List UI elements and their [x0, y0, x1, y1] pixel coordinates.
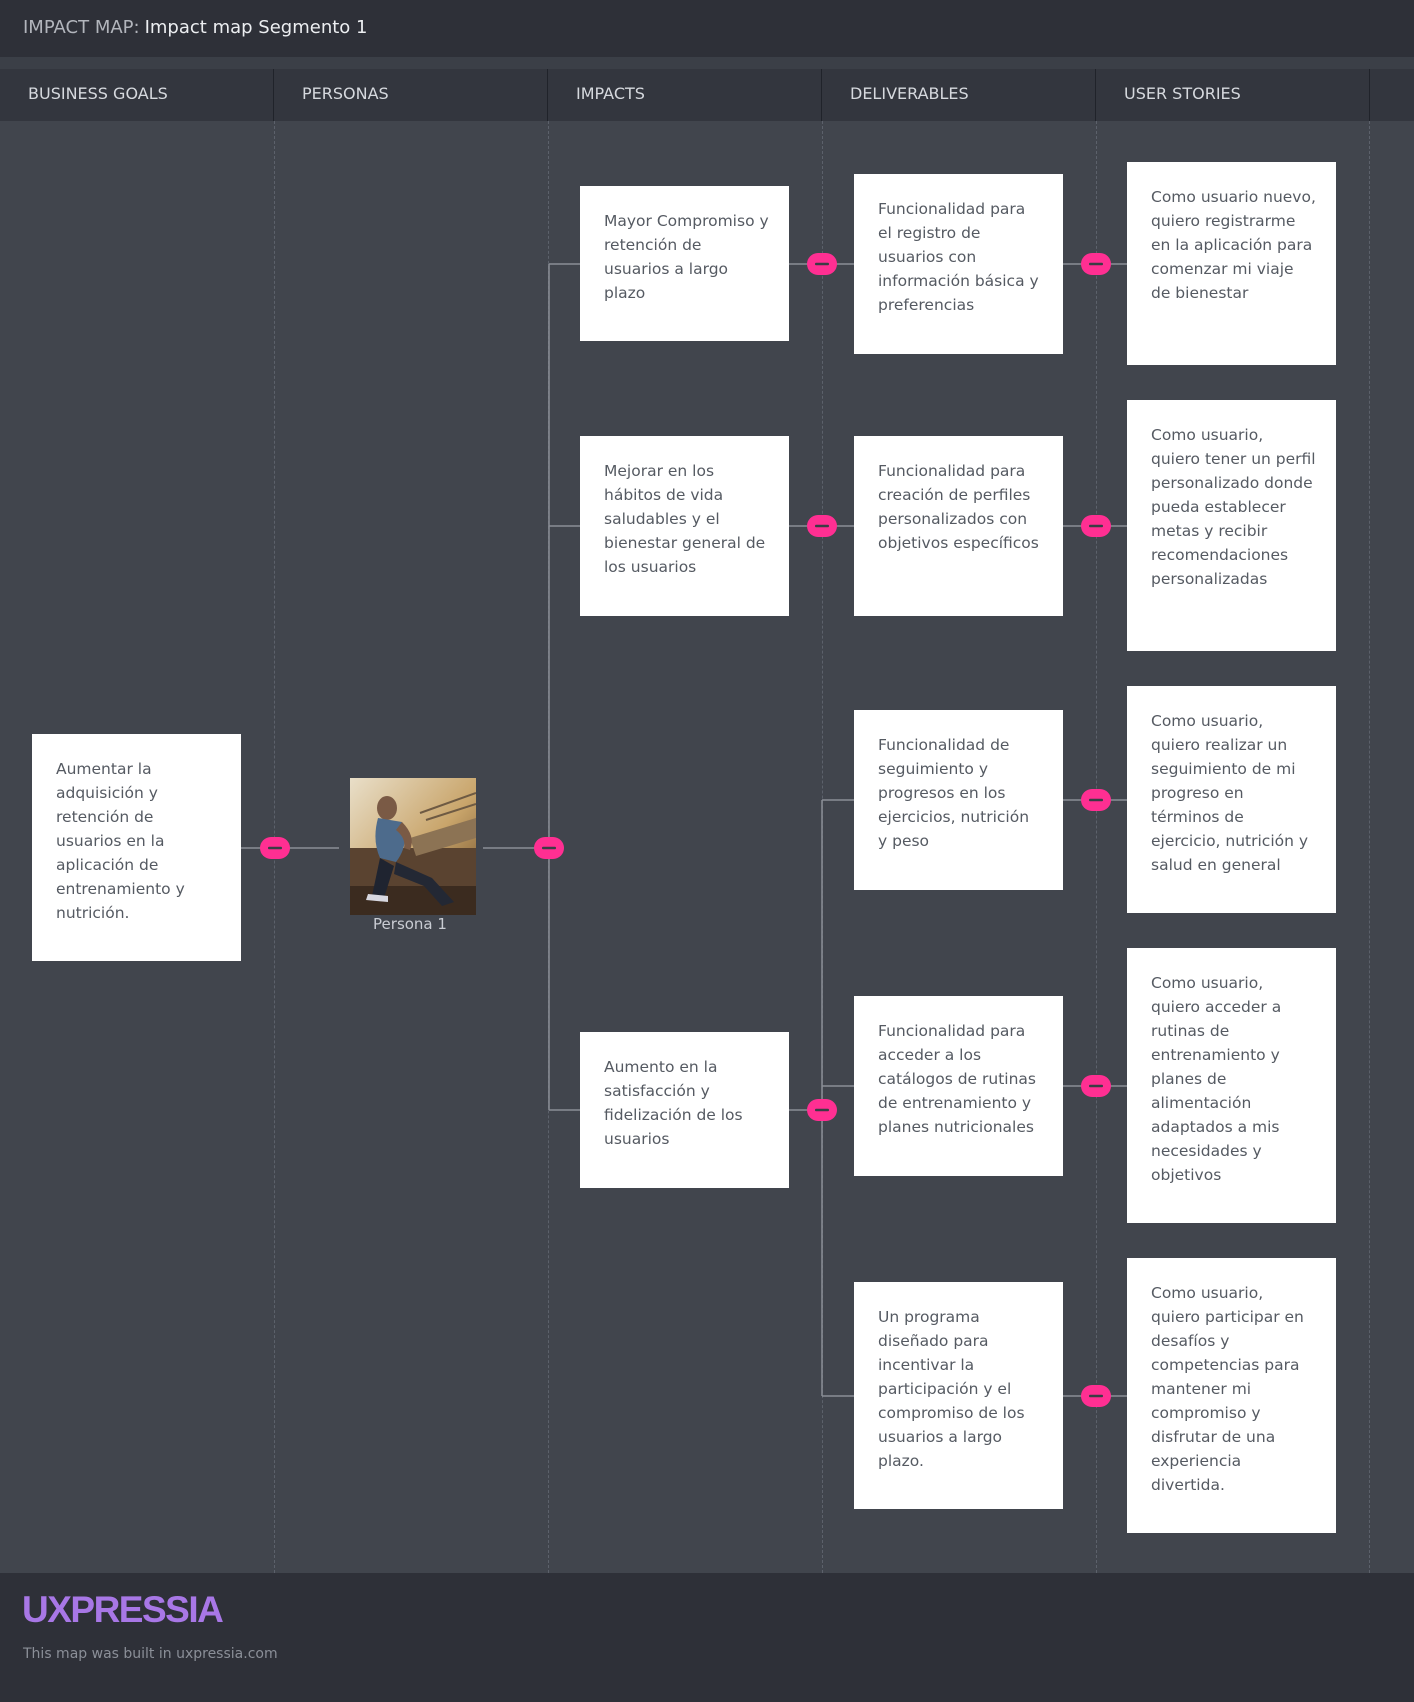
deliverable-card[interactable]: Funcionalidad de seguimiento y progresos… — [854, 710, 1063, 890]
business-goal-card[interactable]: Aumentar la adquisición y retención de u… — [32, 734, 241, 961]
column-separator — [273, 69, 274, 121]
collapse-toggle[interactable] — [1081, 253, 1111, 275]
uxpressia-logo[interactable]: UXPRESSIA — [22, 1589, 224, 1630]
column-header-personas: PERSONAS — [302, 84, 389, 103]
column-separator — [1095, 69, 1096, 121]
column-header-deliverables: DELIVERABLES — [850, 84, 969, 103]
deliverable-card[interactable]: Funcionalidad para acceder a los catálog… — [854, 996, 1063, 1176]
footer-credit: This map was built in uxpressia.com — [23, 1646, 278, 1662]
footer: UXPRESSIA This map was built in uxpressi… — [0, 1573, 1414, 1702]
column-header-business-goals: BUSINESS GOALS — [28, 84, 168, 103]
column-headers: BUSINESS GOALS PERSONAS IMPACTS DELIVERA… — [0, 69, 1414, 121]
collapse-toggle[interactable] — [1081, 1075, 1111, 1097]
user-story-card[interactable]: Como usuario nuevo, quiero registrarme e… — [1127, 162, 1336, 365]
collapse-toggle[interactable] — [807, 253, 837, 275]
deliverable-card[interactable]: Funcionalidad para creación de perfiles … — [854, 436, 1063, 616]
collapse-toggle[interactable] — [807, 1099, 837, 1121]
column-separator — [821, 69, 822, 121]
map-title-prefix: IMPACT MAP: — [23, 17, 140, 38]
column-header-impacts: IMPACTS — [576, 84, 645, 103]
column-separator — [547, 69, 548, 121]
user-story-card[interactable]: Como usuario, quiero participar en desaf… — [1127, 1258, 1336, 1533]
collapse-toggles — [260, 253, 1111, 1407]
deliverable-card[interactable]: Un programa diseñado para incentivar la … — [854, 1282, 1063, 1509]
column-separator — [1369, 69, 1370, 121]
collapse-toggle[interactable] — [260, 837, 290, 859]
user-story-card[interactable]: Como usuario, quiero acceder a rutinas d… — [1127, 948, 1336, 1223]
map-title: IMPACT MAP:Impact map Segmento 1 — [23, 17, 367, 38]
column-divider — [1096, 121, 1097, 1573]
collapse-toggle[interactable] — [1081, 1385, 1111, 1407]
header-strip — [0, 57, 1414, 69]
collapse-toggle[interactable] — [534, 837, 564, 859]
top-bar: IMPACT MAP:Impact map Segmento 1 — [0, 0, 1414, 57]
collapse-toggle[interactable] — [807, 515, 837, 537]
user-story-card[interactable]: Como usuario, quiero realizar un seguimi… — [1127, 686, 1336, 913]
map-title-name: Impact map Segmento 1 — [144, 17, 368, 38]
collapse-toggle[interactable] — [1081, 789, 1111, 811]
deliverable-card[interactable]: Funcionalidad para el registro de usuari… — [854, 174, 1063, 354]
user-story-card[interactable]: Como usuario, quiero tener un perfil per… — [1127, 400, 1336, 651]
impact-card[interactable]: Mayor Compromiso y retención de usuarios… — [580, 186, 789, 341]
persona-photo[interactable] — [350, 778, 477, 915]
persona-avatar-image — [350, 778, 477, 915]
column-header-user-stories: USER STORIES — [1124, 84, 1241, 103]
persona-label: Persona 1 — [373, 915, 447, 933]
column-divider — [1369, 121, 1370, 1573]
impact-card[interactable]: Mejorar en los hábitos de vida saludable… — [580, 436, 789, 616]
impact-card[interactable]: Aumento en la satisfacción y fidelizació… — [580, 1032, 789, 1188]
collapse-toggle[interactable] — [1081, 515, 1111, 537]
